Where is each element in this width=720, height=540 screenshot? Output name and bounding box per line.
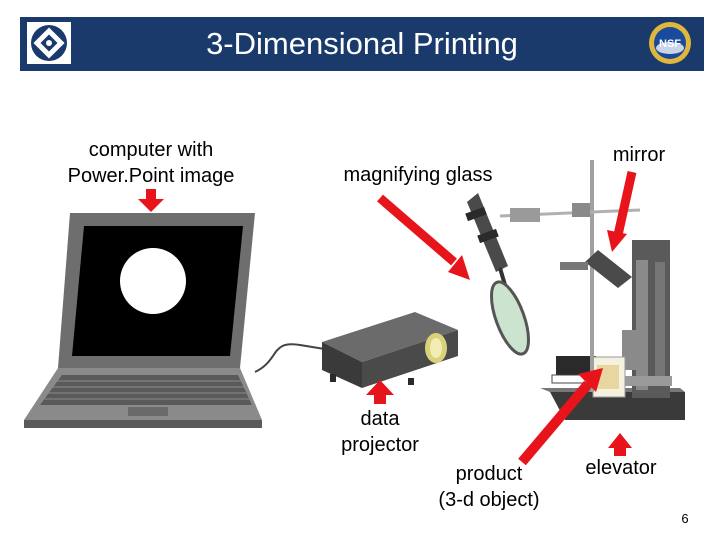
projected-circle-image [120, 248, 186, 314]
nsf-logo: NSF [649, 22, 691, 64]
slide-title: 3-Dimensional Printing [206, 26, 518, 61]
data-projector-label-line-1: data [360, 408, 400, 430]
arrow-computer [138, 189, 164, 212]
computer-label: computer with Power.Point image [40, 137, 262, 189]
product-label: product (3-d object) [418, 461, 560, 513]
title-bar: 3-Dimensional Printing [20, 17, 704, 71]
doe-logo [27, 22, 71, 64]
data-projector-label: data projector [320, 406, 440, 458]
elevator-stand [499, 160, 685, 420]
product-label-line-1: product [455, 463, 523, 485]
computer-label-line-2: Power.Point image [67, 165, 235, 187]
laptop-computer [24, 213, 262, 428]
magnifying-glass-label: magnifying glass [343, 164, 493, 186]
page-number: 6 [681, 511, 689, 526]
computer-label-line-1: computer with [88, 139, 214, 161]
arrow-product [518, 368, 603, 466]
product-object [597, 365, 619, 389]
arrow-data-projector [366, 380, 394, 404]
arrow-elevator [608, 433, 632, 456]
mirror-label: mirror [612, 144, 666, 166]
data-projector-label-line-2: projector [341, 434, 419, 456]
magnifying-glass [465, 193, 530, 356]
arrow-mirror [607, 171, 637, 252]
mirror-object [585, 250, 632, 288]
arrow-magnifying-glass [377, 194, 470, 280]
elevator-label: elevator [585, 457, 657, 479]
nsf-logo-text: NSF [659, 38, 681, 50]
data-projector [322, 312, 458, 388]
product-label-line-2: (3-d object) [438, 489, 540, 511]
